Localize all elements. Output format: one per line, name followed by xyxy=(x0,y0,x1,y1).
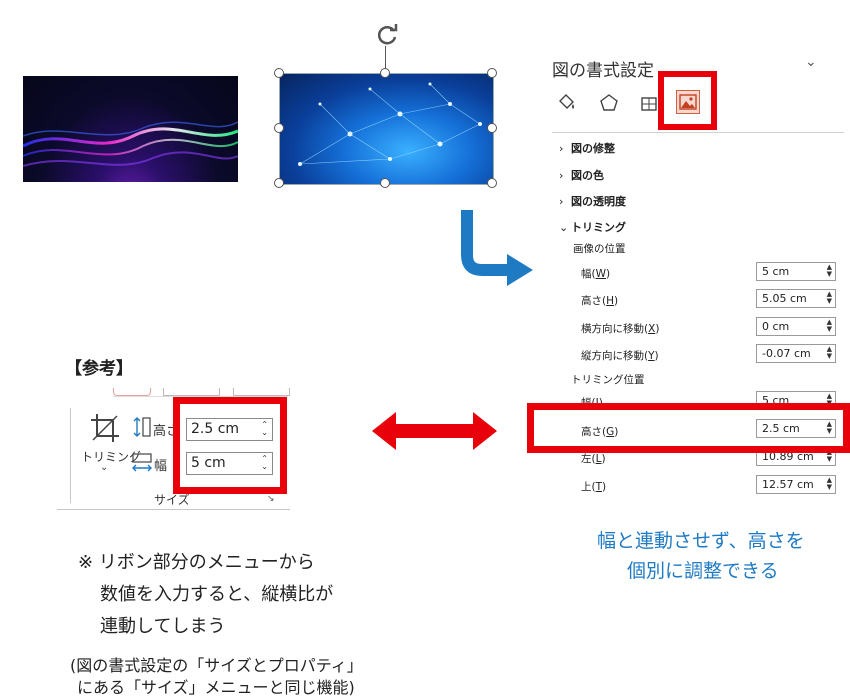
image-width-spinner[interactable]: 5 cm▲▼ xyxy=(756,262,836,281)
note-line-2: 数値を入力すると、縦横比が xyxy=(100,584,334,605)
rotate-handle-line xyxy=(385,46,386,72)
resize-handle-ne[interactable] xyxy=(487,68,497,78)
rotate-handle-icon[interactable] xyxy=(374,22,400,48)
spin-arrows-icon[interactable]: ⌃⌄ xyxy=(261,454,268,471)
note-bottom-line-2: にある「サイズ」メニューと同じ機能) xyxy=(77,678,355,697)
width-icon xyxy=(131,452,153,472)
note-bottom-line-1: (図の書式設定の「サイズとプロパティ」 xyxy=(70,656,363,675)
note-line-3: 連動してしまう xyxy=(100,616,226,637)
offset-x-label: 横方向に移動(X) xyxy=(581,323,660,335)
panel-title: 図の書式設定 xyxy=(552,61,654,81)
offset-y-spinner[interactable]: -0.07 cm▲▼ xyxy=(756,344,836,363)
resize-handle-sw[interactable] xyxy=(274,178,284,188)
dialog-launcher-icon[interactable]: ↘ xyxy=(267,494,275,504)
section-crop[interactable]: ⌄トリミング xyxy=(559,221,626,234)
resize-handle-n[interactable] xyxy=(380,68,390,78)
section-picture-transparency[interactable]: ›図の透明度 xyxy=(559,195,626,208)
image-width-label: 幅(W) xyxy=(581,268,611,280)
network-globe-image[interactable] xyxy=(279,73,494,185)
ribbon-left-divider xyxy=(70,408,71,503)
chevron-down-icon: ⌄ xyxy=(559,221,569,234)
panel-divider xyxy=(552,132,844,133)
image-height-spinner[interactable]: 5.05 cm▲▼ xyxy=(756,289,836,308)
chevron-right-icon: › xyxy=(559,195,564,208)
crop-top-label: 上(T) xyxy=(581,481,607,493)
effects-icon[interactable] xyxy=(598,92,620,114)
resize-handle-e[interactable] xyxy=(487,123,497,133)
chevron-right-icon: › xyxy=(559,142,564,155)
chevron-down-icon[interactable]: ⌄ xyxy=(100,462,109,473)
ribbon-height-spinner[interactable]: 2.5 cm⌃⌄ xyxy=(186,418,273,441)
offset-y-label: 縦方向に移動(Y) xyxy=(581,350,659,362)
section-picture-color[interactable]: ›図の色 xyxy=(559,169,604,182)
spin-arrows-icon[interactable]: ▲▼ xyxy=(826,290,832,305)
spin-arrows-icon[interactable]: ⌃⌄ xyxy=(261,420,268,437)
double-arrow-icon xyxy=(372,412,497,450)
height-icon xyxy=(133,416,151,438)
resize-handle-s[interactable] xyxy=(380,178,390,188)
size-properties-icon[interactable] xyxy=(638,92,660,114)
ribbon-bottom-border xyxy=(57,509,290,510)
width-label: 幅 xyxy=(154,459,168,474)
crop-top-spinner[interactable]: 12.57 cm▲▼ xyxy=(756,475,836,494)
ribbon-size-group: トリミング ⌄ 高さ 2.5 cm⌃⌄ 幅 5 cm⌃⌄ サイズ ↘ xyxy=(57,388,290,511)
ribbon-cutoff-controls xyxy=(113,388,290,397)
crop-height-highlight xyxy=(527,403,850,453)
picture-icon[interactable] xyxy=(676,90,700,114)
spin-arrows-icon[interactable]: ▲▼ xyxy=(826,263,832,278)
crop-height-label: 高さ(G) xyxy=(581,426,619,438)
right-note-line-1: 幅と連動させず、高さを xyxy=(597,530,805,552)
image-position-heading: 画像の位置 xyxy=(573,243,626,255)
resize-handle-se[interactable] xyxy=(487,178,497,188)
chevron-right-icon: › xyxy=(559,169,564,182)
image-height-label: 高さ(H) xyxy=(581,295,619,307)
crop-position-heading: トリミング位置 xyxy=(571,374,645,386)
section-picture-corrections[interactable]: ›図の修整 xyxy=(559,142,615,155)
chevron-down-icon[interactable]: ⌄ xyxy=(805,54,817,70)
offset-x-spinner[interactable]: 0 cm▲▼ xyxy=(756,317,836,336)
spin-arrows-icon[interactable]: ▲▼ xyxy=(826,318,832,333)
bent-arrow-icon xyxy=(455,210,535,290)
spin-arrows-icon[interactable]: ▲▼ xyxy=(826,420,832,435)
ribbon-spinner-highlight xyxy=(173,397,287,494)
group-label: サイズ xyxy=(154,493,190,507)
crop-left-label: 左(L) xyxy=(581,453,606,465)
right-note-line-2: 個別に調整できる xyxy=(627,560,779,582)
height-label: 高さ xyxy=(153,424,180,439)
resize-handle-w[interactable] xyxy=(274,123,284,133)
resize-handle-nw[interactable] xyxy=(274,68,284,78)
fill-line-icon[interactable] xyxy=(556,92,578,114)
wave-particles-image xyxy=(23,76,238,182)
crop-button-label[interactable]: トリミング xyxy=(81,450,142,464)
crop-icon[interactable] xyxy=(89,412,121,444)
spin-arrows-icon[interactable]: ▲▼ xyxy=(826,476,832,491)
reference-heading: 【参考】 xyxy=(65,359,133,379)
spin-arrows-icon[interactable]: ▲▼ xyxy=(826,345,832,360)
note-line-1: ※ リボン部分のメニューから xyxy=(78,552,315,573)
format-picture-panel: 図の書式設定 ⌄ ›図の修整 ›図の色 ›図の透明度 ⌄トリミング 画像の位置 … xyxy=(537,42,850,502)
ribbon-width-spinner[interactable]: 5 cm⌃⌄ xyxy=(186,452,273,475)
picture-tab-highlight xyxy=(658,71,717,130)
crop-height-spinner[interactable]: 2.5 cm▲▼ xyxy=(756,419,836,438)
